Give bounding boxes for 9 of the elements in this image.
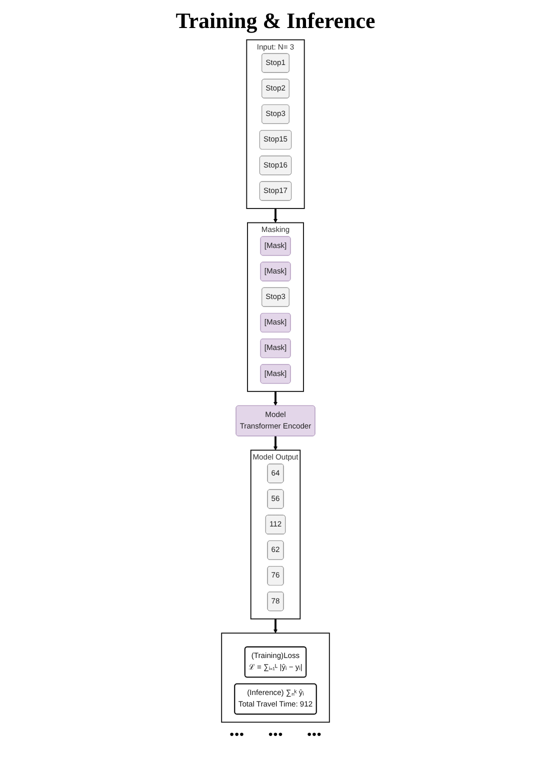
arrow bbox=[273, 436, 278, 450]
arrow bbox=[273, 208, 278, 223]
diagram-title: Training & Inference bbox=[174, 8, 376, 34]
cluster bbox=[221, 632, 330, 723]
ellipsis-text: ••• bbox=[306, 728, 322, 743]
ellipsis-text: ••• bbox=[268, 728, 283, 743]
arrow bbox=[273, 391, 278, 406]
arrow bbox=[273, 618, 278, 634]
ellipsis-text: ••• bbox=[229, 728, 244, 743]
